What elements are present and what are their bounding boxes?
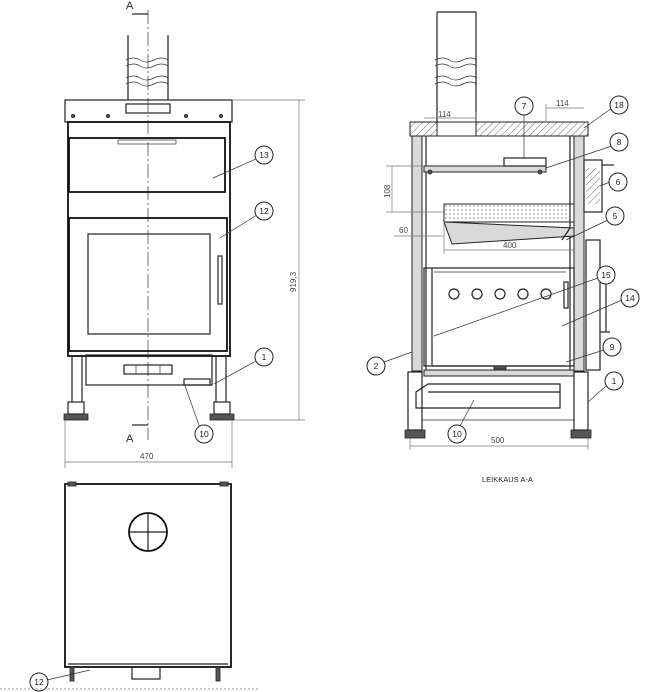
section-door — [585, 239, 601, 371]
dim-60-label: 60 — [399, 226, 408, 235]
upper-baffle — [423, 165, 547, 173]
section-callout-10: 10 — [447, 399, 475, 444]
callout-10: 10 — [183, 382, 214, 444]
leg-left — [67, 401, 85, 415]
foot-left — [63, 413, 89, 421]
callout-13: 13 — [212, 145, 274, 179]
top-view-outline — [64, 483, 232, 668]
top-slot — [125, 103, 171, 114]
dim-114-left-label: 114 — [438, 110, 451, 119]
section-flue — [434, 11, 478, 122]
svg-text:7: 7 — [522, 101, 527, 111]
top-callout-12: 12 — [29, 669, 91, 692]
svg-text:18: 18 — [614, 100, 624, 110]
svg-text:9: 9 — [610, 342, 615, 352]
door-glass — [87, 233, 211, 335]
dim-width-label: 470 — [140, 452, 154, 461]
section-caption: LEIKKAUS A-A — [482, 475, 533, 484]
right-wall — [573, 135, 585, 372]
callout-1-label: 1 — [262, 352, 267, 362]
section-leg-right — [573, 371, 589, 431]
fire-door — [68, 217, 228, 352]
svg-text:14: 14 — [625, 293, 635, 303]
svg-text:6: 6 — [616, 177, 621, 187]
section-callout-15: 15 — [433, 265, 616, 337]
side-panel — [583, 159, 603, 213]
callout-13-label: 13 — [259, 150, 269, 160]
dim-108-label: 108 — [383, 184, 392, 198]
section-callout-9: 9 — [565, 337, 622, 363]
firebox-slot — [563, 281, 569, 309]
foot-right — [209, 413, 235, 421]
section-callout-7: 7 — [514, 96, 534, 158]
section-callout-1: 1 — [587, 371, 624, 403]
dim-height-label: 919,3 — [289, 271, 298, 292]
dimension-height: 919,3 — [232, 99, 305, 421]
left-wall — [411, 135, 423, 372]
dim-114-right: 114 — [545, 99, 584, 122]
svg-text:2: 2 — [374, 361, 379, 371]
flue-pipe — [125, 35, 169, 100]
section-foot-right — [570, 429, 592, 439]
ash-drawer-lip — [183, 378, 211, 386]
door-handle — [217, 255, 223, 305]
section-view: 114 114 108 60 400 500 — [366, 11, 640, 484]
dim-114-right-label: 114 — [556, 99, 569, 108]
section-callout-6: 6 — [599, 172, 628, 192]
callout-12: 12 — [219, 201, 274, 239]
dim-500-label: 500 — [491, 436, 505, 445]
dim-400: 400 — [443, 222, 574, 254]
section-foot-left — [404, 429, 426, 439]
top-view-handle — [131, 666, 161, 680]
dim-400-label: 400 — [503, 241, 517, 250]
grate — [423, 369, 575, 377]
section-ash-drawer — [415, 383, 561, 409]
section-leg-left — [407, 371, 423, 431]
section-callout-8: 8 — [545, 132, 629, 169]
section-callout-14: 14 — [561, 288, 640, 327]
svg-text:15: 15 — [601, 270, 611, 280]
svg-text:5: 5 — [613, 211, 618, 221]
svg-text:12: 12 — [34, 677, 44, 687]
dim-60: 60 — [394, 226, 444, 237]
upper-channel — [503, 157, 547, 167]
section-callout-5: 5 — [565, 206, 625, 241]
callout-1: 1 — [213, 347, 274, 385]
svg-text:10: 10 — [452, 429, 462, 439]
section-mark-top: A — [126, 0, 134, 12]
stove-body — [67, 121, 231, 357]
dimension-width: 470 — [64, 420, 233, 468]
callout-12-label: 12 — [259, 206, 269, 216]
callout-10-label: 10 — [199, 429, 209, 439]
svg-text:1: 1 — [612, 376, 617, 386]
dim-114-left: 114 — [424, 110, 477, 122]
ash-drawer — [85, 354, 213, 386]
top-view: 12 — [29, 481, 232, 692]
stone-shelf — [443, 203, 575, 223]
front-view: A A — [63, 0, 305, 468]
leg-right — [213, 401, 231, 415]
top-plate — [64, 99, 233, 123]
dim-108: 108 — [383, 165, 444, 213]
dim-500: 500 — [409, 436, 589, 450]
section-mark-bottom: A — [126, 433, 134, 445]
svg-text:8: 8 — [617, 137, 622, 147]
section-callout-18: 18 — [583, 95, 629, 129]
upper-door — [68, 137, 226, 193]
upper-door-handle — [117, 139, 177, 145]
firebox — [423, 267, 575, 367]
section-callout-2: 2 — [366, 351, 413, 376]
